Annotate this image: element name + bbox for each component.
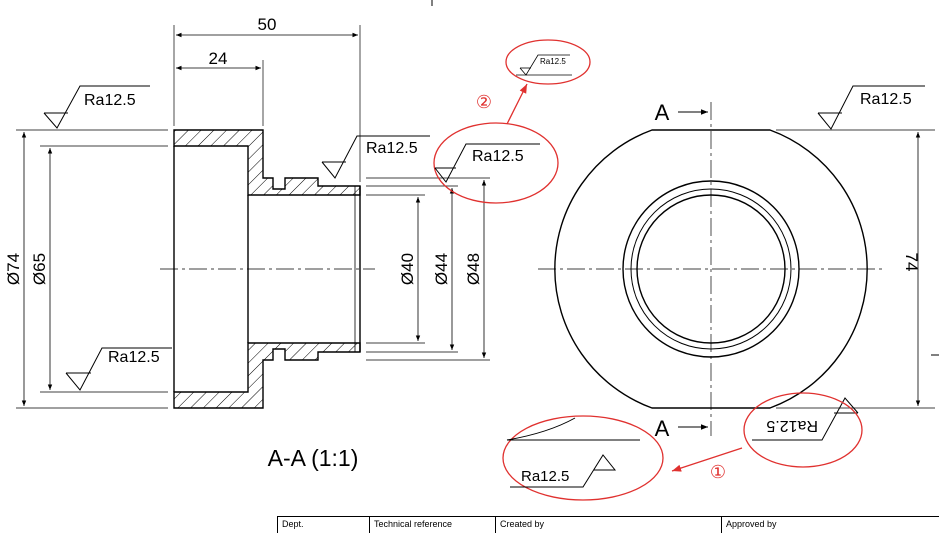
section-hatch-bottom: [173, 342, 361, 409]
view-label: A-A (1:1): [268, 445, 359, 471]
roughness-symbol-top-right: [817, 85, 925, 130]
annotation-ellipse-bottom-right: [743, 392, 863, 468]
roughness-symbol-top-left: [43, 85, 150, 129]
annotation-ellipse-small: [505, 39, 591, 85]
section-arrows: [678, 109, 708, 430]
dim-d65: Ø65: [30, 253, 49, 285]
roughness-label-rotated: Ra12.5: [766, 417, 818, 434]
dim-74-end: 74: [902, 253, 921, 272]
roughness-label-neck: Ra12.5: [366, 140, 418, 157]
annotation-number-2: ②: [476, 92, 492, 112]
annotation-2: Ra12.5 Ra12.5 ②: [433, 39, 591, 204]
section-view: [160, 129, 375, 409]
roughness-symbol-rotated: Ra12.5: [752, 397, 859, 441]
title-block: Dept. Technical reference Created by App…: [277, 516, 939, 533]
title-block-approved-by: Approved by: [722, 517, 939, 533]
dim-d74: Ø74: [4, 253, 23, 285]
dimension-texts: 50 24 Ø74 Ø65 Ø40 Ø44 Ø48: [4, 15, 483, 285]
roughness-label-neck-callout: Ra12.5: [472, 148, 524, 165]
section-hatch-top: [173, 129, 361, 196]
title-block-technical-reference: Technical reference: [370, 517, 496, 533]
roughness-label-bottom-left: Ra12.5: [108, 349, 160, 366]
annotation-ellipse-bottom-left: [502, 415, 664, 501]
extension-lines: [16, 25, 490, 409]
title-block-dept: Dept.: [278, 517, 370, 533]
annotation-arrow-2: [506, 83, 528, 125]
end-view-outline: [554, 129, 868, 409]
roughness-label-top-left: Ra12.5: [84, 92, 136, 109]
section-letter-bottom: A: [655, 416, 670, 441]
roughness-label-callout: Ra12.5: [521, 468, 569, 485]
annotation-number-1: ①: [710, 462, 726, 482]
roughness-symbol-bottom-left: [65, 347, 172, 391]
end-view: [538, 102, 885, 436]
dim-d48: Ø48: [464, 253, 483, 285]
roughness-label-top-right: Ra12.5: [860, 91, 912, 108]
dim-d40: Ø40: [398, 253, 417, 285]
roughness-symbol-neck: [321, 135, 430, 179]
annotation-ellipse-neck: [433, 122, 559, 204]
title-block-created-by: Created by: [496, 517, 722, 533]
section-letter-top: A: [655, 100, 670, 125]
roughness-label-small: Ra12.5: [540, 57, 566, 66]
dim-d44: Ø44: [432, 253, 451, 285]
dim-50: 50: [258, 15, 277, 34]
dim-24: 24: [209, 49, 228, 68]
dimension-lines: [21, 32, 487, 406]
annotation-1: Ra12.5 ①: [502, 392, 863, 501]
annotation-arrow-1: [671, 447, 743, 472]
